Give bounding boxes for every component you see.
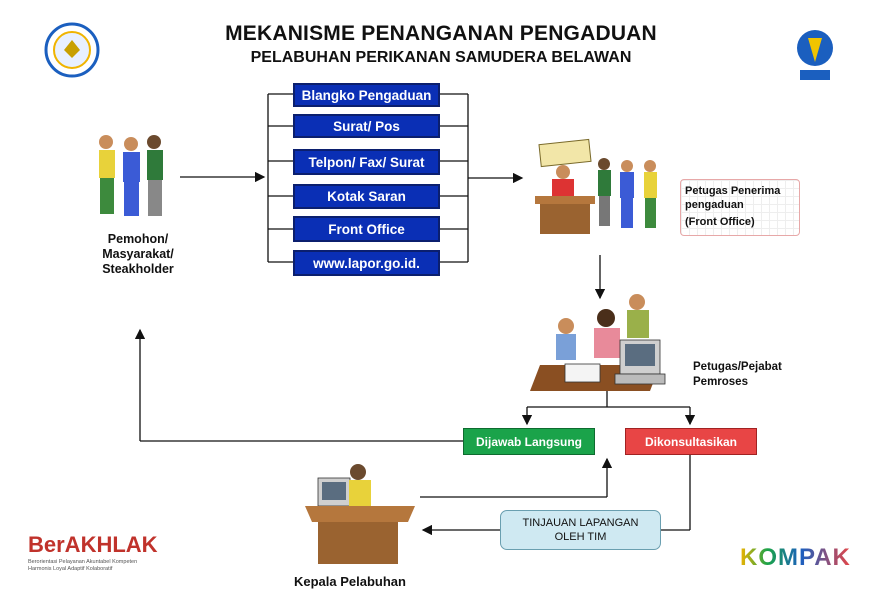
page-title: MEKANISME PENANGANAN PENGADUAN xyxy=(225,22,657,45)
tinjauan-line2: OLEH TIM xyxy=(554,531,607,543)
kompak-logo: KOMPAK xyxy=(740,544,851,572)
pemohon-label-line1: Pemohon/ xyxy=(107,232,169,246)
front-office-line3: (Front Office) xyxy=(685,216,755,228)
channel-front-office: Front Office xyxy=(293,216,440,242)
pemohon-label-line3: Steakholder xyxy=(102,262,174,276)
tinjauan-line1: TINJAUAN LAPANGAN xyxy=(522,517,639,529)
front-office-label-box: Petugas Penerima pengaduan (Front Office… xyxy=(680,179,800,236)
pemohon-label: Pemohon/ Masyarakat/ Steakholder xyxy=(94,232,182,277)
channel-blangko-pengaduan: Blangko Pengaduan xyxy=(293,83,440,107)
berakhlak-wordmark: BerAKHLAK xyxy=(28,532,158,557)
berakhlak-tagline2: Harmonis Loyal Adaptif Kolaboratif xyxy=(28,566,113,572)
dijawab-langsung-box: Dijawab Langsung xyxy=(463,428,595,455)
pemroses-line1: Petugas/Pejabat xyxy=(693,361,782,373)
berakhlak-tagline1: Berorientasi Pelayanan Akuntabel Kompete… xyxy=(28,559,138,565)
front-office-line2: pengaduan xyxy=(685,199,744,211)
pemohon-label-line2: Masyarakat/ xyxy=(102,247,174,261)
channel-kotak-saran: Kotak Saran xyxy=(293,184,440,209)
berakhlak-logo: BerAKHLAK Berorientasi Pelayanan Akuntab… xyxy=(28,534,158,573)
ppsb-logo xyxy=(785,28,845,86)
dikonsultasikan-box: Dikonsultasikan xyxy=(625,428,757,455)
channel-surat-pos: Surat/ Pos xyxy=(293,114,440,138)
front-office-line1: Petugas Penerima xyxy=(685,185,781,197)
kkp-logo xyxy=(44,22,100,78)
channel-telpon-fax-surat: Telpon/ Fax/ Surat xyxy=(293,149,440,175)
channel-lapor-website: www.lapor.go.id. xyxy=(293,250,440,276)
pemroses-line2: Pemroses xyxy=(693,376,748,388)
page-subtitle: PELABUHAN PERIKANAN SAMUDERA BELAWAN xyxy=(250,49,632,66)
kompak-wordmark: KOMPAK xyxy=(740,544,851,571)
kepala-pelabuhan-label: Kepala Pelabuhan xyxy=(294,574,406,589)
pemroses-label: Petugas/Pejabat Pemroses xyxy=(693,360,782,390)
tinjauan-lapangan-box: TINJAUAN LAPANGAN OLEH TIM xyxy=(500,510,661,550)
